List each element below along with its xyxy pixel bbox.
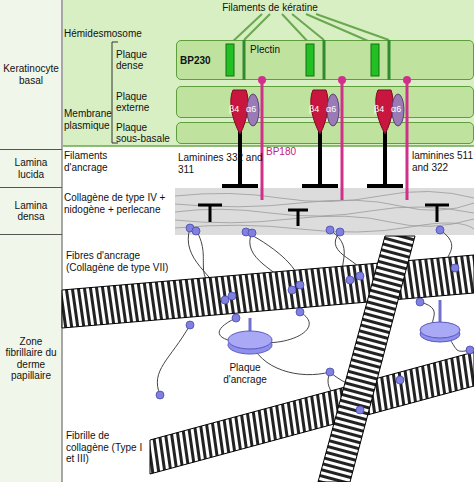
plaque-shape [176, 86, 474, 118]
part-label: BP230 [180, 55, 224, 67]
layer-cell: Zone fibrillaire du derme papillaire [0, 235, 62, 482]
part-label: BP180 [266, 146, 306, 158]
layer-label: Zone fibrillaire du derme papillaire [2, 336, 60, 382]
collagen-fibrils [62, 236, 474, 482]
part-label: Filaments de kératine [200, 2, 340, 14]
plaque-band: Plaque dense [116, 40, 474, 80]
layer-column [0, 0, 62, 482]
part-label: α6 [326, 104, 342, 114]
part-label: laminines 511 and 322 [412, 150, 474, 173]
part-label: α6 [391, 104, 407, 114]
layer-cell: Lamina lucida [0, 150, 62, 188]
plaque-shape [176, 122, 474, 144]
part-label: Membrane plasmique [64, 108, 114, 131]
plaque-label: Plaque dense [116, 40, 172, 80]
anchoring-plaques [228, 300, 460, 354]
hemidesmosome-unit [222, 40, 266, 200]
plaque-shape [176, 40, 474, 80]
lamina-densa-band [175, 188, 474, 235]
hemidesmosome-unit [302, 40, 346, 200]
plaque-band: Plaque externe [116, 86, 474, 118]
part-label: β4 [229, 104, 245, 114]
hemidesmosome-unit [367, 40, 411, 200]
layer-cell: Lamina densa [0, 188, 62, 235]
layer-label: Lamina densa [2, 200, 60, 223]
part-label: Laminines 332 and 311 [178, 152, 263, 175]
part-label: Fibrille de collagène (Type I et III) [66, 430, 146, 465]
lamina-texture [175, 191, 474, 232]
plaque-label: Plaque sous-basale [116, 122, 172, 144]
fibril-ends [156, 224, 474, 414]
part-label: Filaments d'ancrage [64, 150, 124, 173]
part-label: Fibres d'ancrage (Collagène de type VII) [66, 250, 176, 273]
part-label: β4 [309, 104, 325, 114]
part-label: β4 [374, 104, 390, 114]
column-line [62, 0, 63, 482]
plaque-label: Plaque externe [116, 86, 172, 118]
part-label: Hémidesmosome [64, 28, 174, 40]
plaque-band: Plaque sous-basale [116, 122, 474, 144]
keratinocyte-cytoplasm [63, 0, 474, 146]
laminin-symbols [198, 205, 449, 226]
layer-label: Keratinocyte basal [2, 63, 60, 86]
layer-label: Lamina lucida [2, 157, 60, 180]
layer-cell: Keratinocyte basal [0, 0, 62, 150]
part-label: Plaque d'ancrage [215, 362, 275, 385]
part-label: Plectin [250, 44, 290, 56]
part-label: Collagène de type IV + nidogène + perlec… [64, 192, 174, 215]
part-label: α6 [246, 104, 262, 114]
